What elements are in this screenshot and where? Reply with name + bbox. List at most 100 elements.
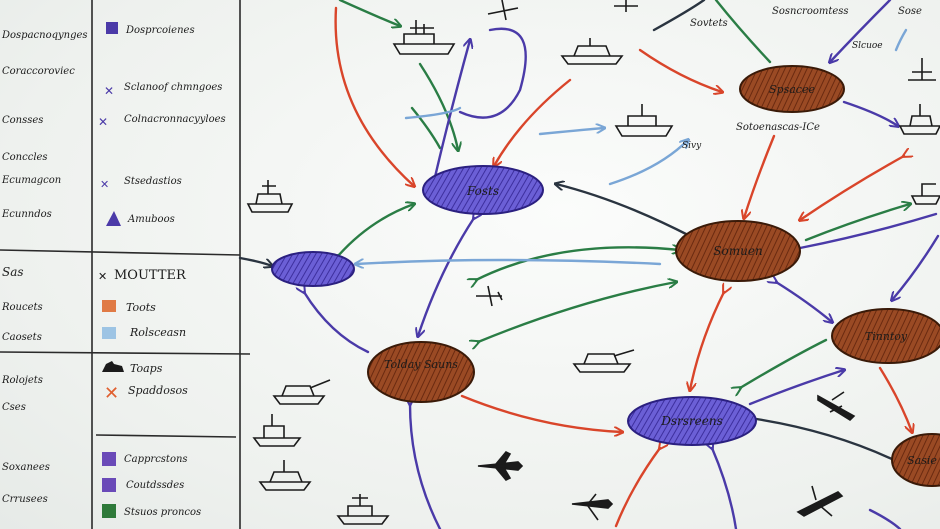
node-brown: Spsacee [739, 65, 845, 113]
aircraft-icon [477, 451, 524, 481]
arrow-green [804, 204, 910, 242]
legend-swatch-square [102, 300, 116, 312]
arrow-purple [304, 292, 370, 354]
aircraft-icon [796, 485, 844, 517]
arrow-red [800, 156, 904, 220]
arrow-purple [868, 508, 902, 529]
legend-middle-label: Rolsceasn [129, 326, 186, 339]
legend-cross-icon: ✕ [104, 84, 114, 98]
ship-icon [910, 183, 940, 205]
arrow-light [356, 260, 662, 264]
node-label: Tolday Sauns [384, 358, 458, 371]
aircraft-icon [614, 0, 638, 12]
arrow-red [334, 6, 414, 186]
legend-cross-icon: ✕ [104, 383, 119, 404]
legend-left-row: Conccles [2, 152, 48, 163]
ship-icon [336, 494, 390, 525]
legend-left-row: Soxanees [2, 462, 50, 473]
legend-panel-lines [0, 0, 251, 529]
arrow-purple [830, 0, 892, 62]
ship-icon [560, 38, 624, 65]
node-label: Fosts [466, 184, 499, 198]
legend-left-row: Ecunndos [1, 209, 52, 220]
node-brown: Tolday Sauns [367, 341, 475, 403]
ship-icon [614, 104, 674, 137]
legend-left-row: Cses [2, 402, 26, 413]
legend-left-row: Sas [2, 265, 24, 279]
arrows [238, 0, 940, 529]
legend-middle-label: Coutdssdes [126, 480, 184, 491]
legend-middle-label: Stsuos proncos [124, 507, 201, 518]
arrow-red [460, 394, 622, 432]
arrow-red [638, 48, 722, 92]
arrow-red [614, 448, 660, 528]
legend-middle: Dosprcoienes ✕ Sclanoof chmngoes ✕ Colna… [98, 22, 226, 518]
arrow-green [476, 247, 680, 280]
legend-middle-label: Sclanoof chmngoes [124, 82, 222, 93]
arrow-purple [892, 234, 940, 300]
arrow-green [714, 0, 772, 64]
legend-left-row: Roucets [1, 302, 43, 313]
node-label: Sasie [907, 454, 937, 467]
node-label: Somuen [713, 244, 762, 258]
arrow-green [478, 282, 676, 342]
ship-icon [392, 20, 456, 55]
legend-left-row: Dospacnoqynges [1, 30, 88, 41]
node-blue: Dsrsreens [627, 396, 757, 446]
legend-left-row: Crrusees [2, 494, 48, 505]
arrow-light [608, 140, 688, 186]
ship-icon [898, 104, 940, 135]
annotation-text: Sosncroomtess [772, 6, 849, 17]
node-blue: Fosts [422, 165, 544, 215]
annotation-text: Sivy [682, 141, 702, 151]
arrow-purple [748, 370, 844, 406]
legend-middle-label: Capprcstons [124, 454, 188, 465]
legend-swatch-square [102, 452, 116, 466]
legend-middle-label: MOUTTER [114, 268, 187, 283]
legend-middle-label: Dosprcoienes [125, 25, 195, 36]
annotation-text: Sotoenascas-ICe [736, 122, 820, 133]
arrow-light [404, 106, 462, 120]
ship-icon [252, 414, 302, 447]
legend-tank-icon [102, 361, 124, 372]
arrow-red [744, 134, 776, 218]
annotation-text: Slcuoe [852, 41, 883, 51]
arrow-purple [458, 27, 527, 119]
aircraft-icon [817, 391, 856, 422]
arrow-light [894, 28, 908, 52]
legend-middle-label: Toots [126, 301, 156, 314]
node-brown: Somuen [675, 220, 801, 282]
arrow-green [338, 0, 400, 26]
arrow-dark [238, 256, 272, 266]
legend-left-row: Caosets [2, 332, 42, 343]
arrow-red [494, 78, 572, 166]
legend-left-row: Consses [2, 115, 43, 126]
aircraft-icon [487, 0, 519, 21]
legend-cross-icon: ✕ [100, 178, 109, 191]
arrow-red [690, 292, 724, 390]
arrow-purple [842, 100, 898, 126]
ship-icon [258, 460, 312, 491]
legend-swatch-square [102, 327, 116, 339]
node-label: Tinntoy [865, 330, 908, 343]
arrow-light [538, 128, 604, 136]
arrow-purple [410, 404, 442, 529]
node-label: Spsacee [769, 83, 815, 96]
nodes: Fosts Tolday Sauns Somuen Dsrsreens Spsa… [271, 65, 940, 487]
legend-left-row: Rolojets [1, 375, 43, 386]
arrow-purple [798, 212, 938, 250]
node-brown: Sasie [891, 433, 940, 487]
arrow-red [878, 366, 912, 432]
legend-middle-label: Stsedastios [124, 176, 182, 187]
arrow-dark [556, 184, 692, 238]
legend-middle-label: Amuboos [127, 214, 175, 225]
legend-cross-icon: ✕ [98, 270, 107, 283]
legend-middle-label: Colnacronnacyyloes [124, 114, 226, 125]
legend-left-row: Coraccoroviec [2, 66, 75, 77]
arrow-dark [652, 0, 706, 32]
arrow-green [338, 204, 414, 256]
aircraft-icon [571, 493, 614, 521]
arrow-purple [430, 40, 470, 192]
